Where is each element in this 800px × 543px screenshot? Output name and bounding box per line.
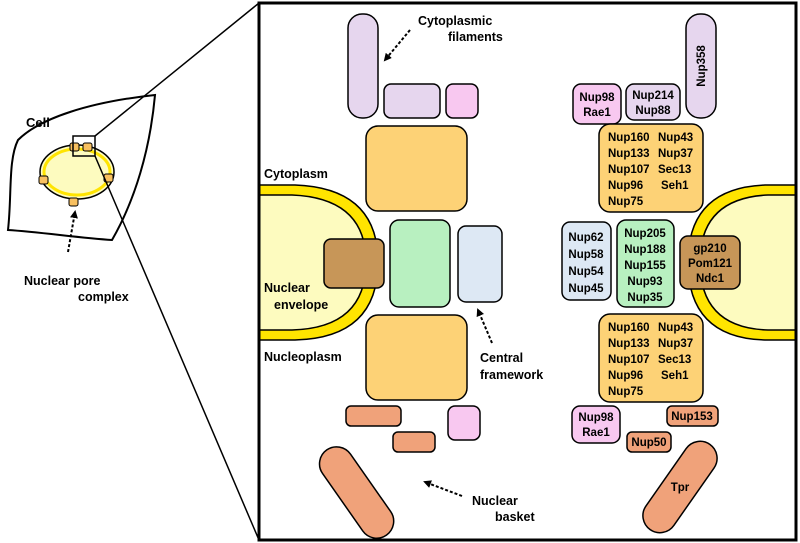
basket-filament <box>318 446 395 539</box>
basket-label-line1: Nuclear <box>472 494 518 508</box>
inner-nup35: Nup35 <box>627 292 663 304</box>
fg-nup54: Nup54 <box>568 266 604 278</box>
nup153-label: Nup153 <box>671 411 713 423</box>
nup358-block <box>685 13 717 119</box>
cytoplasmic-filament <box>347 13 379 119</box>
top-ring-nup107: Nup107 <box>608 164 650 176</box>
inner-ring-labeled <box>616 219 675 308</box>
top-ring-sec13: Sec13 <box>658 164 691 176</box>
top-ring-nup96: Nup96 <box>608 180 643 192</box>
rae1-bottom-label: Rae1 <box>582 427 610 439</box>
bot-ring-nup75: Nup75 <box>608 386 644 398</box>
nup98-top-label: Nup98 <box>579 92 615 104</box>
bot-ring-seh1: Seh1 <box>661 370 689 382</box>
nup98-bottom-label: Nup98 <box>578 412 614 424</box>
central-fg-block <box>457 225 503 303</box>
basket-label-line2: basket <box>495 510 535 524</box>
top-ring-nup37: Nup37 <box>658 148 693 160</box>
nup50-label: Nup50 <box>631 437 666 449</box>
npc-mini-2 <box>82 142 93 152</box>
npc-label-line1: Nuclear pore <box>24 274 100 288</box>
nup98-rae1-top-block <box>572 83 622 125</box>
bot-ring-nup107: Nup107 <box>608 354 650 366</box>
cytofil-pointer-arrow <box>383 29 411 62</box>
bot-ring-nup96: Nup96 <box>608 370 643 382</box>
inner-nup93: Nup93 <box>627 276 662 288</box>
cell-nucleus <box>39 144 115 200</box>
nup153-block <box>666 405 719 427</box>
rae1-top-label: Rae1 <box>583 107 611 119</box>
outer-ring-top-labeled <box>598 123 704 213</box>
zoom-line-top <box>94 2 260 137</box>
top-ring-nup43: Nup43 <box>658 132 693 144</box>
tpr-label: Tpr <box>671 482 690 494</box>
transmembrane-block <box>323 238 385 289</box>
basket-block-2 <box>392 431 436 453</box>
inner-nup205: Nup205 <box>624 228 666 240</box>
nup98-block-top <box>445 83 479 119</box>
inner-nup188: Nup188 <box>624 244 666 256</box>
bot-ring-sec13: Sec13 <box>658 354 691 366</box>
tm-ndc1: Ndc1 <box>696 273 725 285</box>
nucleoplasm-label: Nucleoplasm <box>264 350 342 364</box>
central-framework-label-line2: framework <box>480 368 543 382</box>
outer-ring-bottom-labeled <box>598 313 704 403</box>
bot-ring-nup133: Nup133 <box>608 338 650 350</box>
nup358-label: Nup358 <box>696 45 708 87</box>
inner-ring-block <box>389 219 451 308</box>
top-ring-nup75: Nup75 <box>608 196 644 208</box>
bot-ring-nup160: Nup160 <box>608 322 650 334</box>
npc-mini-3 <box>38 175 49 185</box>
nup88-label: Nup88 <box>635 105 671 117</box>
fg-nup45: Nup45 <box>568 283 604 295</box>
cytoplasm-label: Cytoplasm <box>264 167 328 181</box>
outer-ring-bottom <box>365 314 468 401</box>
bot-ring-nup37: Nup37 <box>658 338 693 350</box>
bot-ring-nup43: Nup43 <box>658 322 693 334</box>
nup50-block <box>626 431 672 453</box>
central-framework-label-line1: Central <box>480 351 523 365</box>
npc-mini-1 <box>69 142 80 152</box>
tm-pom121: Pom121 <box>688 258 733 270</box>
nuclear-envelope-label-line2: envelope <box>274 298 328 312</box>
top-ring-nup133: Nup133 <box>608 148 650 160</box>
cell-label: Cell <box>26 115 50 130</box>
tm-nups-block <box>679 235 741 290</box>
cytofil-label-line1: Cytoplasmic <box>418 14 492 28</box>
npc-pointer-arrow <box>67 210 78 253</box>
outer-ring-top <box>365 125 468 212</box>
npc-label-line2: complex <box>78 290 129 304</box>
zoom-box <box>72 135 96 157</box>
inner-nup155: Nup155 <box>624 260 666 272</box>
detail-frame <box>257 1 798 542</box>
fg-nups-block <box>561 221 612 301</box>
nup214-label: Nup214 <box>632 90 674 102</box>
nuclear-envelope-label-line1: Nuclear <box>264 281 310 295</box>
basket-pointer-arrow <box>423 480 463 497</box>
nup98-rae1-bottom-block <box>571 405 621 444</box>
central-pointer-arrow <box>476 308 493 344</box>
zoom-line-bottom <box>94 155 260 541</box>
nup98-block-bottom <box>447 405 481 441</box>
fg-nup62: Nup62 <box>568 232 603 244</box>
cytofil-label-line2: filaments <box>448 30 503 44</box>
tm-gp210: gp210 <box>693 243 726 255</box>
fg-nup58: Nup58 <box>568 249 604 261</box>
nup214-block <box>383 83 441 119</box>
npc-mini-5 <box>68 197 79 207</box>
nup214-nup88-block <box>625 83 681 121</box>
top-ring-nup160: Nup160 <box>608 132 650 144</box>
basket-block-1 <box>345 405 402 427</box>
tpr-block <box>642 440 718 534</box>
top-ring-seh1: Seh1 <box>661 180 689 192</box>
